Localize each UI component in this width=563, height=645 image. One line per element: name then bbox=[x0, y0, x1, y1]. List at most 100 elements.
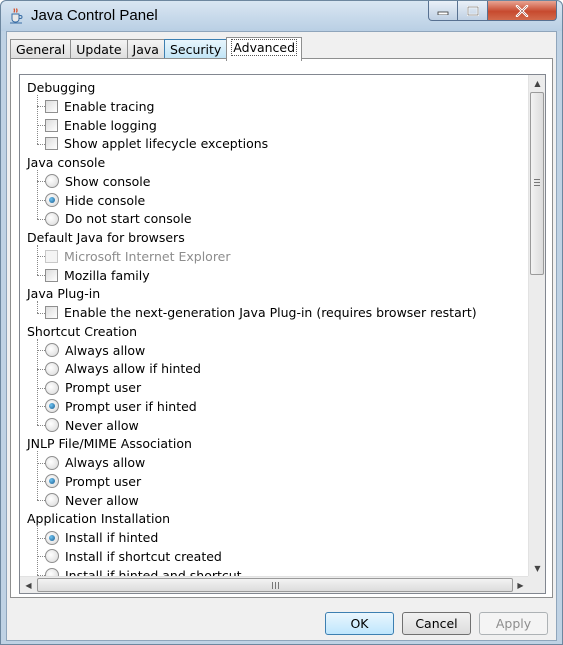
tab-label: General bbox=[16, 42, 66, 57]
tree-connector bbox=[37, 245, 38, 275]
minimize-button[interactable] bbox=[428, 1, 458, 21]
option-label: Mozilla family bbox=[64, 267, 150, 283]
radio-button-selected[interactable] bbox=[45, 474, 59, 489]
radio-button[interactable] bbox=[45, 493, 59, 507]
checkbox-option[interactable]: Enable logging bbox=[45, 116, 157, 135]
vertical-scrollbar[interactable]: ▲ ▼ bbox=[528, 75, 545, 577]
checkbox[interactable] bbox=[45, 268, 58, 282]
tree-connector bbox=[37, 106, 45, 108]
radio-option[interactable]: Show console bbox=[45, 172, 150, 191]
option-label: Never allow bbox=[65, 417, 139, 433]
group-label: Default Java for browsers bbox=[27, 230, 185, 245]
maximize-icon bbox=[466, 5, 479, 16]
radio-option[interactable]: Never allow bbox=[45, 491, 139, 510]
radio-option[interactable]: Install if shortcut created bbox=[45, 547, 222, 566]
radio-button[interactable] bbox=[45, 455, 59, 470]
radio-option[interactable]: Prompt user if hinted bbox=[45, 397, 197, 416]
option-label: Install if shortcut created bbox=[65, 548, 222, 564]
tree-connector bbox=[37, 537, 45, 539]
option-label: Install if hinted bbox=[65, 530, 159, 545]
scroll-right-arrow-icon[interactable]: ▶ bbox=[517, 581, 524, 590]
checkbox bbox=[45, 249, 58, 263]
option-label: Prompt user bbox=[65, 380, 142, 395]
checkbox[interactable] bbox=[45, 306, 58, 319]
radio-button-selected[interactable] bbox=[45, 399, 59, 414]
tree-connector bbox=[37, 170, 38, 219]
scroll-left-arrow-icon[interactable]: ◀ bbox=[25, 581, 32, 590]
tree-connector bbox=[37, 338, 38, 425]
title-bar[interactable]: Java Control Panel bbox=[1, 1, 562, 31]
vertical-scroll-thumb[interactable] bbox=[530, 92, 544, 275]
option-label: Enable tracing bbox=[64, 98, 155, 114]
apply-button[interactable]: Apply bbox=[479, 612, 548, 635]
radio-button-selected[interactable] bbox=[45, 193, 59, 207]
java-coffee-cup-icon bbox=[10, 8, 23, 24]
tree-connector bbox=[37, 556, 45, 558]
checkbox[interactable] bbox=[45, 118, 58, 132]
radio-option[interactable]: Prompt user bbox=[45, 378, 141, 397]
radio-button[interactable] bbox=[45, 174, 59, 189]
tab-security[interactable]: Security bbox=[163, 39, 228, 60]
horizontal-scroll-thumb[interactable] bbox=[37, 578, 513, 592]
dialog-buttons: OK Cancel Apply bbox=[325, 612, 548, 635]
scroll-up-arrow-icon[interactable]: ▲ bbox=[534, 79, 541, 88]
grip-line bbox=[534, 182, 540, 183]
radio-option[interactable]: Always allow bbox=[45, 453, 145, 472]
option-label: Do not start console bbox=[65, 211, 192, 227]
close-icon bbox=[515, 4, 529, 17]
radio-option[interactable]: Always allow if hinted bbox=[45, 359, 201, 378]
radio-button[interactable] bbox=[45, 211, 59, 226]
radio-button[interactable] bbox=[45, 568, 59, 577]
radio-button[interactable] bbox=[45, 343, 59, 357]
radio-option[interactable]: Prompt user bbox=[45, 472, 141, 491]
group-label: Debugging bbox=[27, 80, 96, 95]
tab-label: Java bbox=[132, 42, 159, 57]
group-label: JNLP File/MIME Association bbox=[27, 436, 192, 452]
radio-option[interactable]: Install if hinted and shortcut bbox=[45, 566, 242, 577]
close-button[interactable] bbox=[488, 1, 557, 21]
radio-option[interactable]: Install if hinted bbox=[45, 528, 158, 547]
radio-option[interactable]: Never allow bbox=[45, 416, 139, 435]
tab-label: Advanced bbox=[231, 39, 298, 56]
tab-advanced[interactable]: Advanced bbox=[226, 37, 303, 61]
tab-java[interactable]: Java bbox=[126, 39, 165, 60]
grip-line bbox=[534, 179, 540, 180]
group-label: Application Installation bbox=[27, 511, 171, 527]
checkbox[interactable] bbox=[45, 99, 58, 113]
checkbox-option[interactable]: Mozilla family bbox=[45, 266, 150, 285]
radio-option[interactable]: Always allow bbox=[45, 341, 145, 360]
cancel-button[interactable]: Cancel bbox=[402, 612, 471, 635]
grip-line bbox=[272, 582, 273, 589]
ok-button[interactable]: OK bbox=[325, 612, 394, 635]
maximize-button[interactable] bbox=[458, 1, 488, 21]
tree-connector bbox=[37, 275, 45, 276]
radio-button[interactable] bbox=[45, 549, 59, 564]
grip-line bbox=[534, 185, 540, 186]
option-label: Show applet lifecycle exceptions bbox=[64, 136, 269, 152]
radio-button[interactable] bbox=[45, 380, 59, 395]
radio-option[interactable]: Do not start console bbox=[45, 209, 192, 228]
horizontal-scrollbar[interactable]: ◀ ▶ bbox=[20, 576, 529, 593]
group-label: Shortcut Creation bbox=[27, 323, 138, 339]
checkbox[interactable] bbox=[45, 137, 58, 151]
tab-update[interactable]: Update bbox=[70, 39, 128, 60]
checkbox-option[interactable]: Enable tracing bbox=[45, 97, 154, 116]
option-label: Prompt user if hinted bbox=[65, 398, 197, 414]
radio-button[interactable] bbox=[45, 418, 59, 432]
tree-connector bbox=[37, 451, 38, 500]
tree-connector bbox=[37, 481, 45, 483]
checkbox-option[interactable]: Enable the next-generation Java Plug-in … bbox=[45, 303, 477, 322]
radio-button[interactable] bbox=[45, 361, 59, 376]
tab-general[interactable]: General bbox=[10, 39, 72, 60]
radio-option[interactable]: Hide console bbox=[45, 191, 145, 210]
checkbox-option[interactable]: Show applet lifecycle exceptions bbox=[45, 134, 268, 153]
scroll-down-arrow-icon[interactable]: ▼ bbox=[534, 564, 541, 573]
option-label: Enable logging bbox=[64, 117, 157, 133]
scrollbar-corner bbox=[528, 576, 545, 593]
option-label: Hide console bbox=[65, 192, 146, 208]
tree-connector bbox=[37, 256, 45, 258]
radio-button-selected[interactable] bbox=[45, 530, 59, 545]
